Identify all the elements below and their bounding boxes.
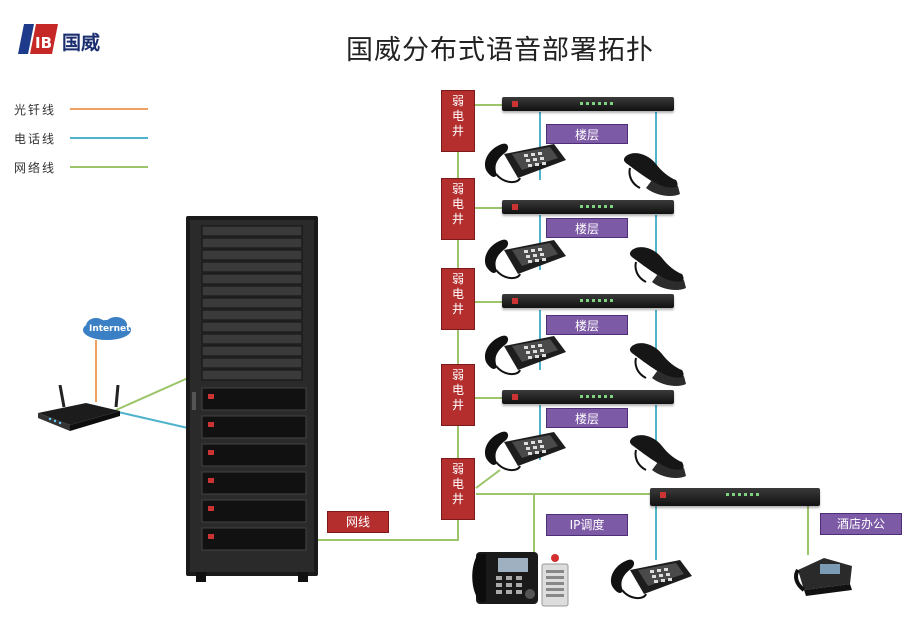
router-icon bbox=[38, 385, 120, 431]
desk-phone-icon bbox=[609, 558, 693, 600]
brand-name: 国威 bbox=[62, 32, 101, 54]
legend-fiber-label: 光钎线 bbox=[14, 103, 57, 117]
rack-to-shaft-network bbox=[318, 520, 459, 541]
svg-text:IB: IB bbox=[35, 34, 52, 52]
shaft-2: 弱电井 bbox=[441, 178, 475, 240]
desk-phone-icon bbox=[483, 430, 567, 472]
server-rack-icon bbox=[186, 216, 318, 582]
brand-logo-icon: IB bbox=[18, 24, 58, 54]
conference-phone-icon bbox=[794, 556, 854, 598]
shaft-1: 弱电井 bbox=[441, 90, 475, 152]
ip-dispatch-label: IP调度 bbox=[546, 514, 628, 536]
floor-label-1: 楼层 bbox=[546, 124, 628, 144]
floor-gateway-3 bbox=[502, 294, 674, 308]
main-gateway bbox=[650, 488, 820, 506]
floor-gateway-1 bbox=[502, 97, 674, 111]
hotel-phone-icon bbox=[628, 434, 687, 479]
floor-gateway-2 bbox=[502, 200, 674, 214]
floor-label-4: 楼层 bbox=[546, 408, 628, 428]
desk-phone-icon bbox=[483, 142, 567, 184]
hotel-phone-icon bbox=[628, 246, 687, 291]
internet-label: Internet bbox=[89, 324, 131, 334]
cloud-icon bbox=[83, 317, 131, 340]
server-rack bbox=[186, 216, 318, 582]
legend-network-label: 网络线 bbox=[14, 161, 57, 175]
network-cable-label: 网线 bbox=[327, 511, 389, 533]
shaft-4: 弱电井 bbox=[441, 364, 475, 426]
desk-phone-icon bbox=[483, 238, 567, 280]
hotel-office-label: 酒店办公 bbox=[820, 513, 902, 535]
hotel-phone-icon bbox=[628, 342, 687, 387]
floor-label-3: 楼层 bbox=[546, 315, 628, 335]
desk-phone-icon bbox=[483, 334, 567, 376]
hotel-phone-icon bbox=[622, 152, 681, 197]
page-title: 国威分布式语音部署拓扑 bbox=[346, 35, 654, 66]
router-rack-phone bbox=[117, 411, 189, 429]
legend-phone-label: 电话线 bbox=[14, 132, 57, 146]
router-rack-network bbox=[115, 377, 189, 411]
shaft-3: 弱电井 bbox=[441, 268, 475, 330]
shaft-5: 弱电井 bbox=[441, 458, 475, 520]
floor-gateway-4 bbox=[502, 390, 674, 404]
ip-phone-console-icon bbox=[471, 551, 569, 607]
floor-label-2: 楼层 bbox=[546, 218, 628, 238]
internet-cloud: Internet bbox=[80, 316, 134, 342]
